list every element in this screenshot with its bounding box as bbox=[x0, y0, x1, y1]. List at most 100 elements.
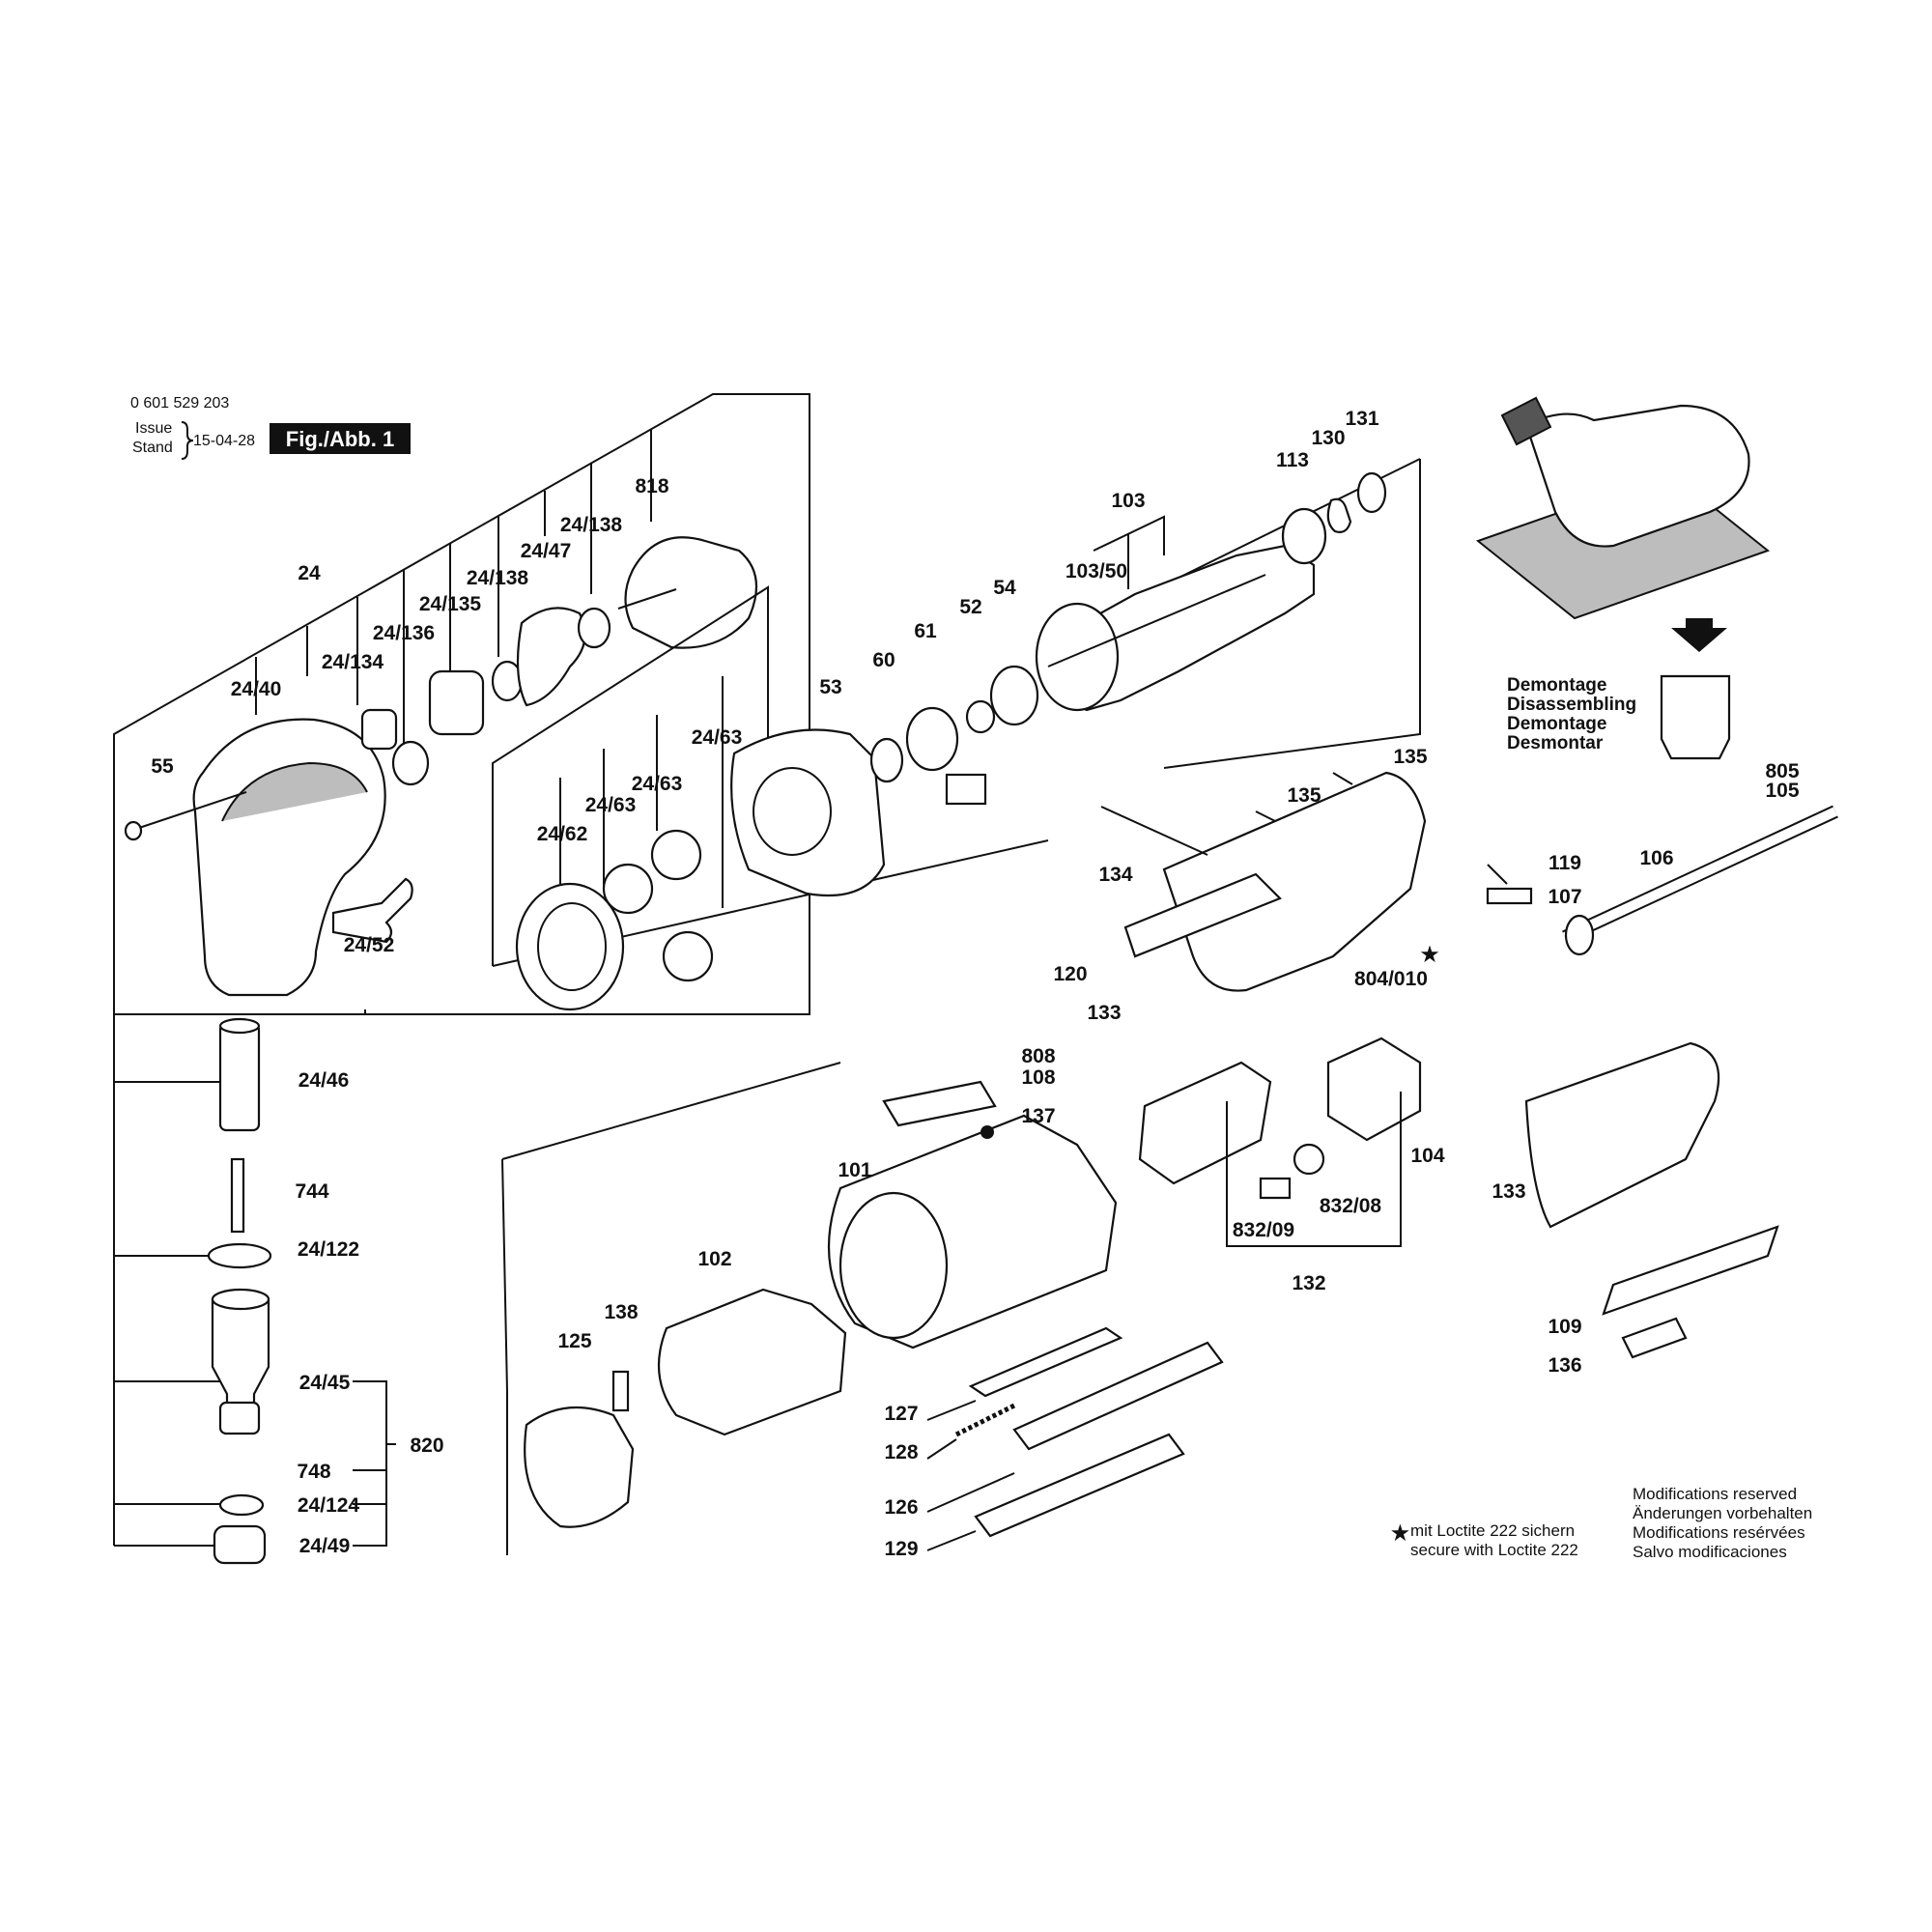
holder-top-icon bbox=[211, 1288, 270, 1311]
label-120: 120 bbox=[1053, 963, 1087, 985]
mod-line-en: Modifications reserved bbox=[1633, 1485, 1797, 1503]
label-52: 52 bbox=[959, 596, 981, 618]
plate-120-icon bbox=[1123, 872, 1282, 958]
motor-opening-icon bbox=[838, 1191, 949, 1340]
sleeve-24-46-icon bbox=[218, 1022, 261, 1132]
label-104: 104 bbox=[1410, 1145, 1444, 1167]
label-129: 129 bbox=[884, 1538, 918, 1560]
caption-de: Demontage bbox=[1507, 675, 1606, 696]
label-101: 101 bbox=[838, 1159, 871, 1181]
brush-832-09-icon bbox=[1259, 1177, 1292, 1200]
key-block-icon bbox=[945, 773, 987, 806]
label-130: 130 bbox=[1311, 427, 1345, 449]
clip-138-icon bbox=[611, 1370, 630, 1412]
label-119: 119 bbox=[1548, 852, 1581, 874]
label-55: 55 bbox=[151, 755, 174, 778]
slider-126-icon bbox=[1012, 1341, 1224, 1451]
label-24-135: 24/135 bbox=[419, 593, 482, 615]
eccentric-818-icon bbox=[624, 536, 758, 649]
label-125: 125 bbox=[557, 1330, 591, 1352]
label-54: 54 bbox=[993, 577, 1016, 599]
caption-fr: Demontage bbox=[1507, 714, 1606, 734]
label-113: 113 bbox=[1276, 449, 1309, 471]
spring-130-icon bbox=[1326, 497, 1352, 533]
tool-head-icon bbox=[1524, 404, 1750, 548]
disassembly-caption: Demontage Disassembling Demontage Desmon… bbox=[1507, 675, 1636, 753]
bearing-113-icon bbox=[1281, 507, 1327, 565]
washer-24-136-icon bbox=[391, 740, 430, 786]
figure-badge-box bbox=[270, 423, 411, 454]
gear-24-63c-icon bbox=[662, 930, 714, 982]
caption-en: Disassembling bbox=[1507, 695, 1636, 715]
label-24-62: 24/62 bbox=[537, 823, 588, 845]
label-109: 109 bbox=[1548, 1316, 1581, 1338]
figure-badge: Fig./Abb. 1 bbox=[286, 427, 394, 451]
spring-128-icon bbox=[954, 1403, 1016, 1437]
label-106: 106 bbox=[1639, 847, 1673, 869]
bracket-820 bbox=[353, 1380, 387, 1547]
housing-half-133a-icon bbox=[1162, 771, 1427, 992]
holder-24-45-icon bbox=[211, 1297, 270, 1420]
caption-es: Desmontar bbox=[1507, 733, 1604, 753]
stand-label: Stand bbox=[132, 440, 173, 456]
baffle-125-icon bbox=[524, 1406, 635, 1528]
switch-104-icon bbox=[1326, 1037, 1422, 1142]
label-133a: 133 bbox=[1087, 1002, 1121, 1024]
punch-748-icon bbox=[218, 1401, 261, 1435]
label-136: 136 bbox=[1548, 1354, 1581, 1377]
screw-119-icon bbox=[1487, 864, 1508, 885]
loctite-line-en: secure with Loctite 222 bbox=[1410, 1541, 1578, 1559]
label-24-122: 24/122 bbox=[298, 1238, 359, 1261]
gear-head-leaders bbox=[255, 430, 652, 753]
label-24-63c: 24/63 bbox=[692, 726, 743, 749]
part-number: 0 601 529 203 bbox=[130, 395, 229, 412]
nut-24-49-icon bbox=[213, 1524, 267, 1565]
label-24: 24 bbox=[298, 562, 321, 584]
housing-half-133b-icon bbox=[1524, 1041, 1720, 1229]
label-748: 748 bbox=[297, 1461, 330, 1483]
bearing-24-135-icon bbox=[428, 669, 485, 736]
label-24-46: 24/46 bbox=[298, 1069, 350, 1092]
label-61: 61 bbox=[914, 620, 937, 642]
ring-52-icon bbox=[965, 699, 996, 734]
label-24-63b: 24/63 bbox=[632, 773, 683, 795]
label-135b: 135 bbox=[1287, 784, 1321, 807]
needle-bearing-24-134-icon bbox=[360, 708, 398, 751]
mod-line-es: Salvo modificaciones bbox=[1633, 1543, 1787, 1561]
part-label-group: 24 24/40 24/134 24/136 24/135 24/138 24/… bbox=[151, 408, 1800, 1560]
ring-60-icon bbox=[869, 737, 904, 783]
o-ring-24-122-icon bbox=[207, 1242, 272, 1269]
label-107: 107 bbox=[1548, 886, 1581, 908]
label-133b: 133 bbox=[1492, 1180, 1525, 1203]
label-53: 53 bbox=[819, 676, 841, 698]
eccentric-insert-icon bbox=[1660, 674, 1731, 760]
screw-135b-icon bbox=[1332, 772, 1353, 785]
screw-134-icon bbox=[1100, 806, 1208, 856]
ring-gear-24-62-icon bbox=[515, 882, 625, 1011]
label-24-52: 24/52 bbox=[344, 934, 395, 956]
loctite-star-label: ★ bbox=[1421, 944, 1439, 966]
bearing-61-icon bbox=[905, 706, 959, 772]
label-808: 808 bbox=[1021, 1045, 1055, 1067]
label-131: 131 bbox=[1345, 408, 1378, 430]
issue-date: 15-04-28 bbox=[193, 433, 255, 449]
label-108: 108 bbox=[1021, 1066, 1055, 1089]
washer-131-icon bbox=[1356, 471, 1387, 514]
label-832-08: 832/08 bbox=[1320, 1195, 1382, 1217]
label-820: 820 bbox=[410, 1435, 443, 1457]
label-105: 105 bbox=[1765, 780, 1799, 802]
label-132: 132 bbox=[1292, 1272, 1325, 1294]
label-744: 744 bbox=[295, 1180, 328, 1203]
label-805: 805 bbox=[1765, 760, 1799, 782]
label-24-45: 24/45 bbox=[299, 1372, 351, 1394]
down-arrow-icon bbox=[1671, 618, 1727, 652]
spring-832-08-icon bbox=[1293, 1143, 1325, 1176]
pin-744-icon bbox=[230, 1157, 245, 1234]
modifications-note: Modifications reserved Änderungen vorbeh… bbox=[1633, 1485, 1812, 1561]
ring-24-124-icon bbox=[218, 1493, 265, 1517]
wing-screw-24-52-icon bbox=[331, 877, 413, 944]
cover-129-icon bbox=[974, 1433, 1185, 1538]
label-808-108-icon bbox=[882, 1080, 997, 1127]
label-136-icon bbox=[1621, 1317, 1688, 1359]
label-24-138b: 24/138 bbox=[560, 514, 623, 536]
